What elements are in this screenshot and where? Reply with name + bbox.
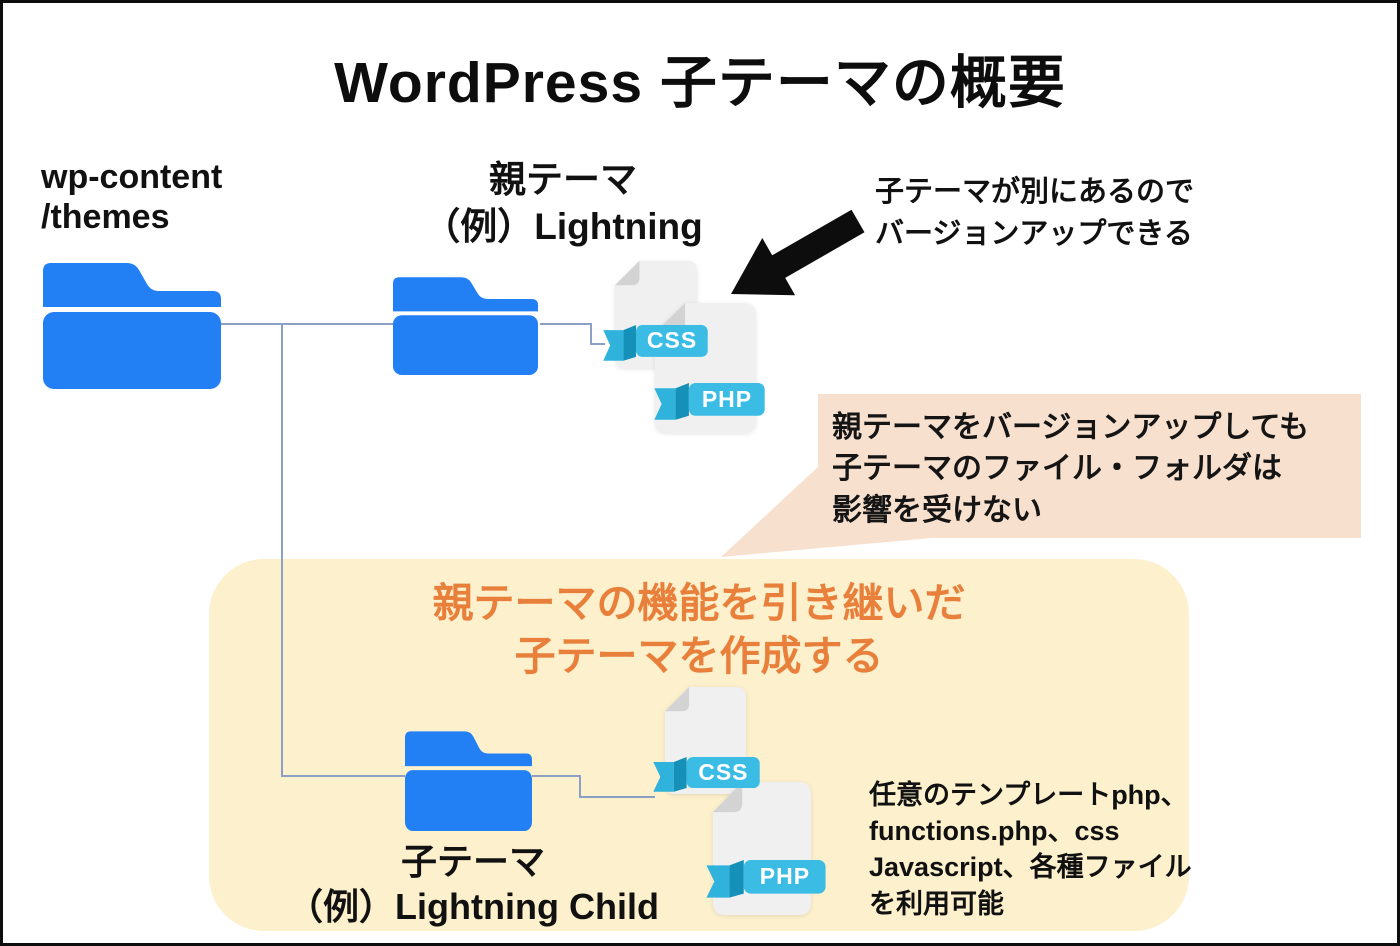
child-php-ribbon: PHP: [705, 860, 827, 899]
child-theme-label-line1: 子テーマ: [400, 841, 545, 882]
parent-css-ribbon: CSS: [602, 325, 709, 362]
root-folder-label: wp-content /themes: [41, 157, 222, 237]
usable-files-line4: を利用可能: [869, 888, 1004, 919]
parent-theme-label-line1: 親テーマ: [489, 159, 637, 200]
parent-css-label: CSS: [646, 327, 698, 354]
child-theme-folder-icon: [405, 725, 532, 831]
child-theme-label: 子テーマ （例）Lightning Child: [273, 839, 673, 929]
usable-files-line1: 任意のテンプレートphp、: [869, 780, 1188, 810]
child-css-label: CSS: [698, 758, 749, 785]
root-folder-label-line1: wp-content: [41, 158, 223, 196]
parent-php-label: PHP: [701, 385, 753, 412]
panel-heading: 親テーマの機能を引き継いだ 子テーマを作成する: [249, 577, 1149, 684]
usable-files-note: 任意のテンプレートphp、 functions.php、css Javascri…: [869, 777, 1209, 922]
root-folder-icon: [43, 255, 221, 389]
panel-heading-line1: 親テーマの機能を引き継いだ: [432, 580, 966, 626]
no-impact-line1: 親テーマをバージョンアップしても: [832, 411, 1309, 444]
no-impact-line3: 影響を受けない: [832, 493, 1042, 527]
parent-theme-label-line2: （例）Lightning: [423, 206, 703, 248]
child-theme-label-line2: （例）Lightning Child: [287, 886, 659, 927]
root-folder-label-line2: /themes: [41, 198, 170, 237]
no-impact-line2: 子テーマのファイル・フォルダは: [832, 452, 1282, 486]
usable-files-line2: functions.php、css: [869, 816, 1120, 847]
panel-heading-line2: 子テーマを作成する: [514, 633, 884, 680]
child-php-label: PHP: [759, 863, 811, 890]
parent-theme-label: 親テーマ （例）Lightning: [343, 156, 783, 251]
page-title: WordPress 子テーマの概要: [334, 51, 1066, 115]
parent-theme-folder-icon: [393, 271, 538, 375]
tree-connector-lines: [221, 209, 865, 798]
child-css-ribbon: CSS: [652, 757, 761, 793]
usable-files-line3: Javascript、各種ファイル: [869, 852, 1192, 883]
parent-php-ribbon: PHP: [653, 383, 766, 421]
arrow-icon: [731, 209, 865, 296]
version-up-line2: バージョンアップできる: [875, 218, 1193, 251]
version-up-line1: 子テーマが別にあるので: [875, 176, 1195, 208]
no-impact-note: 親テーマをバージョンアップしても 子テーマのファイル・フォルダは 影響を受けない: [818, 394, 1361, 538]
version-up-note: 子テーマが別にあるので バージョンアップできる: [875, 171, 1194, 255]
